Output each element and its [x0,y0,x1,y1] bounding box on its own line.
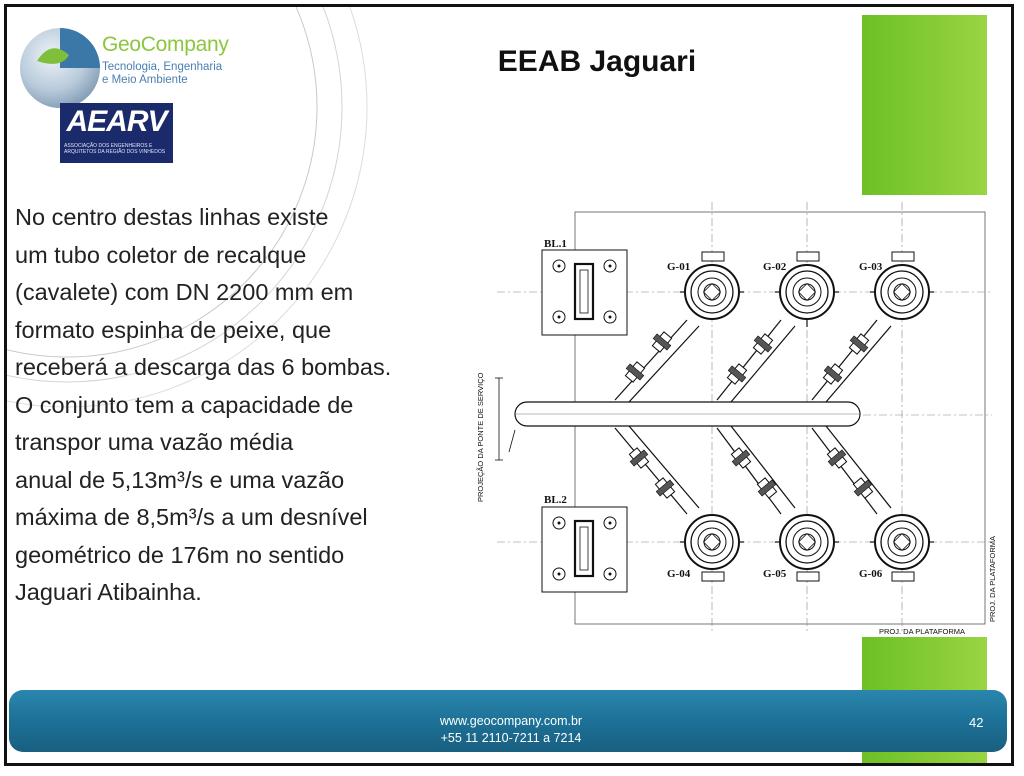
pump-label-g01: G-01 [667,261,690,273]
pump-layout-drawing: BL.1 BL.2 PROJEÇÃO DA PONTE DE SERVIÇO [476,202,997,636]
footer-bar: www.geocompany.com.br +55 11 2110-7211 a… [9,690,1007,752]
aearv-sub-1: ASSOCIAÇÃO DOS ENGENHEIROS E [64,143,153,149]
pump-label-g06: G-06 [859,568,883,580]
geocompany-logo-icon [20,28,100,108]
geocompany-tagline-1: Tecnologia, Engenharia [102,61,223,73]
label-platform-bottom: PROJ. DA PLATAFORMA [879,627,965,636]
body-line: anual de 5,13m³/s e uma vazão [15,466,345,493]
pump-label-g02: G-02 [763,261,787,273]
body-line: No centro destas linhas existe [15,204,329,230]
green-accent-top [862,15,987,195]
block-label-bl2: BL.2 [544,494,567,506]
aearv-logo: AEARV ASSOCIAÇÃO DOS ENGENHEIROS E ARQUI… [60,103,173,163]
body-line: O conjunto tem a capacidade de [15,391,354,418]
geocompany-name: GeoCompany [102,33,229,56]
geocompany-tagline: Tecnologia, Engenharia e Meio Ambiente [102,61,272,87]
label-service-bridge: PROJEÇÃO DA PONTE DE SERVIÇO [476,372,485,502]
aearv-subtitle: ASSOCIAÇÃO DOS ENGENHEIROS E ARQUITETOS … [64,143,172,155]
decorative-arcs [7,7,368,408]
aearv-name: AEARV [66,105,167,138]
slide-title: EEAB Jaguari [497,45,697,78]
block-label-bl1: BL.1 [544,238,567,250]
page-number: 42 [969,715,984,730]
pump-label-g03: G-03 [859,261,883,273]
geocompany-tagline-2: e Meio Ambiente [102,74,188,86]
label-platform-right: PROJ. DA PLATAFORMA [988,536,997,622]
slide: GeoCompany Tecnologia, Engenharia e Meio… [4,4,1014,766]
body-line: formato espinha de peixe, que [15,316,332,343]
body-line: um tubo coletor de recalque [15,241,307,268]
pump-label-g04: G-04 [667,568,691,580]
body-line: transpor uma vazão média [15,429,294,455]
body-line: receberá a descarga das 6 bombas. [15,354,392,380]
body-line: geométrico de 176m no sentido [15,541,345,568]
footer-phone: +55 11 2110-7211 a 7214 [440,731,582,745]
body-text: No centro destas linhas existe um tubo c… [15,199,475,612]
footer-website: www.geocompany.com.br [439,714,583,728]
body-line: máxima de 8,5m³/s a um desnível [15,504,368,530]
body-line: Jaguari Atibainha. [15,579,202,605]
body-line: (cavalete) com DN 2200 mm em [15,279,354,305]
aearv-sub-2: ARQUITETOS DA REGIÃO DOS VINHEDOS [64,149,166,155]
pump-label-g05: G-05 [763,568,787,580]
